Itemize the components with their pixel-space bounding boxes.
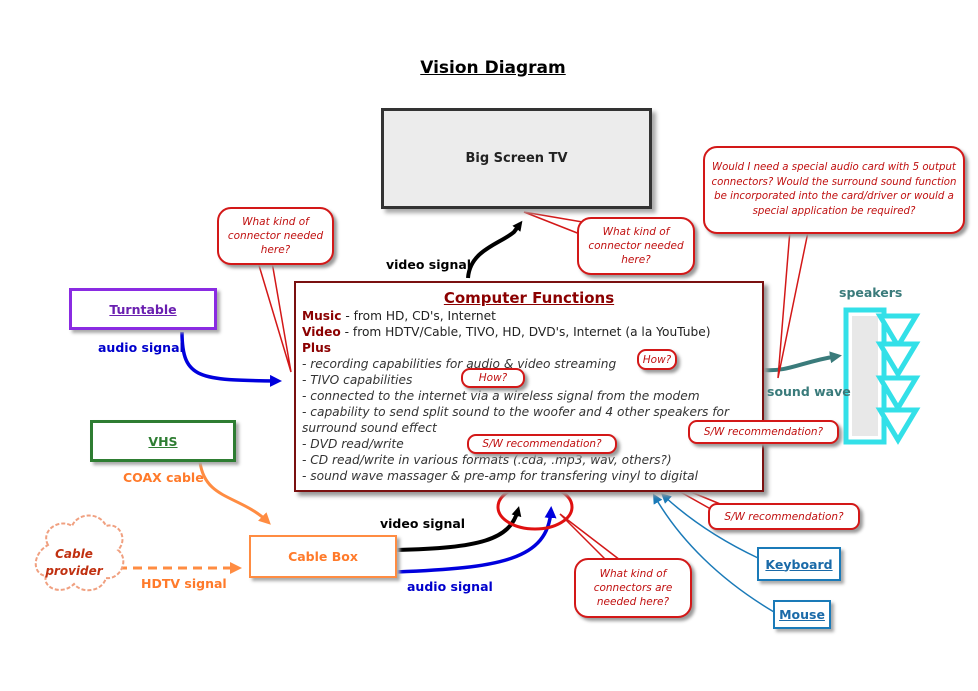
function-item: - CD read/write in various formats (.cda… [302, 453, 672, 467]
function-item: - DVD read/write [302, 437, 404, 451]
big-screen-tv-box: Big Screen TV [381, 108, 652, 209]
function-item: - connected to the internet via a wirele… [302, 389, 700, 403]
plus-label: Plus [302, 341, 332, 355]
sound-wave-line [761, 351, 842, 373]
music-text: - from HD, CD's, Internet [341, 309, 496, 323]
audio-signal-box-label: audio signal [407, 579, 493, 594]
audio-card-callout: Would I need a special audio card with 5… [703, 146, 965, 234]
turntable-node[interactable]: Turntable [69, 288, 217, 330]
video-row: Video - from HDTV/Cable, TIVO, HD, DVD's… [302, 324, 756, 340]
vhs-coax-line [198, 461, 271, 525]
coax-cable-label: COAX cable [123, 470, 204, 485]
cable-provider-cloud [34, 514, 125, 592]
mouse-line [652, 493, 775, 613]
mouse-node[interactable]: Mouse [773, 600, 831, 629]
speakers-graphic [843, 307, 921, 445]
sound-wave-label: sound wave [767, 384, 851, 399]
left-connector-callout: What kind of connector needed here? [217, 207, 334, 265]
video-signal-top-label: video signal [386, 257, 472, 272]
cablebox-video-line [395, 506, 522, 552]
vhs-node[interactable]: VHS [90, 420, 236, 462]
audio-signal-left-label: audio signal [98, 340, 184, 355]
how-callout-2: How? [461, 368, 525, 388]
hdtv-signal-label: HDTV signal [141, 576, 227, 591]
music-label: Music [302, 309, 342, 323]
cable-provider-label: Cable provider [45, 547, 103, 578]
page-title: Vision Diagram [420, 58, 566, 78]
video-signal-box-label: video signal [380, 516, 466, 531]
music-row: Music - from HD, CD's, Internet [302, 308, 756, 324]
keyboard-line [661, 493, 759, 559]
sw-recommendation-callout-2: S/W recommendation? [467, 434, 617, 454]
tv-connector-callout: What kind of connector needed here? [577, 217, 695, 275]
function-item: - recording capabilities for audio & vid… [302, 357, 617, 371]
sw-recommendation-callout-1: S/W recommendation? [688, 420, 839, 444]
function-item: - TIVO capabilities [302, 373, 413, 387]
keyboard-node[interactable]: Keyboard [757, 547, 841, 581]
video-label: Video [302, 325, 341, 339]
speakers-label: speakers [839, 285, 903, 300]
how-callout-1: How? [637, 349, 677, 370]
connectors-callout: What kind of connectors are needed here? [574, 558, 692, 618]
sw-recommendation-callout-3: S/W recommendation? [708, 503, 860, 530]
computer-functions-title: Computer Functions [443, 289, 615, 307]
cable-box-node[interactable]: Cable Box [249, 535, 397, 578]
function-item: - capability to send split sound to the … [302, 405, 729, 435]
computer-functions-box: Computer Functions Music - from HD, CD's… [294, 281, 764, 492]
tv-video-signal-line [466, 220, 523, 279]
function-item: - sound wave massager & pre-amp for tran… [302, 469, 699, 483]
video-text: - from HDTV/Cable, TIVO, HD, DVD's, Inte… [340, 325, 711, 339]
turntable-audio-line [180, 331, 282, 387]
